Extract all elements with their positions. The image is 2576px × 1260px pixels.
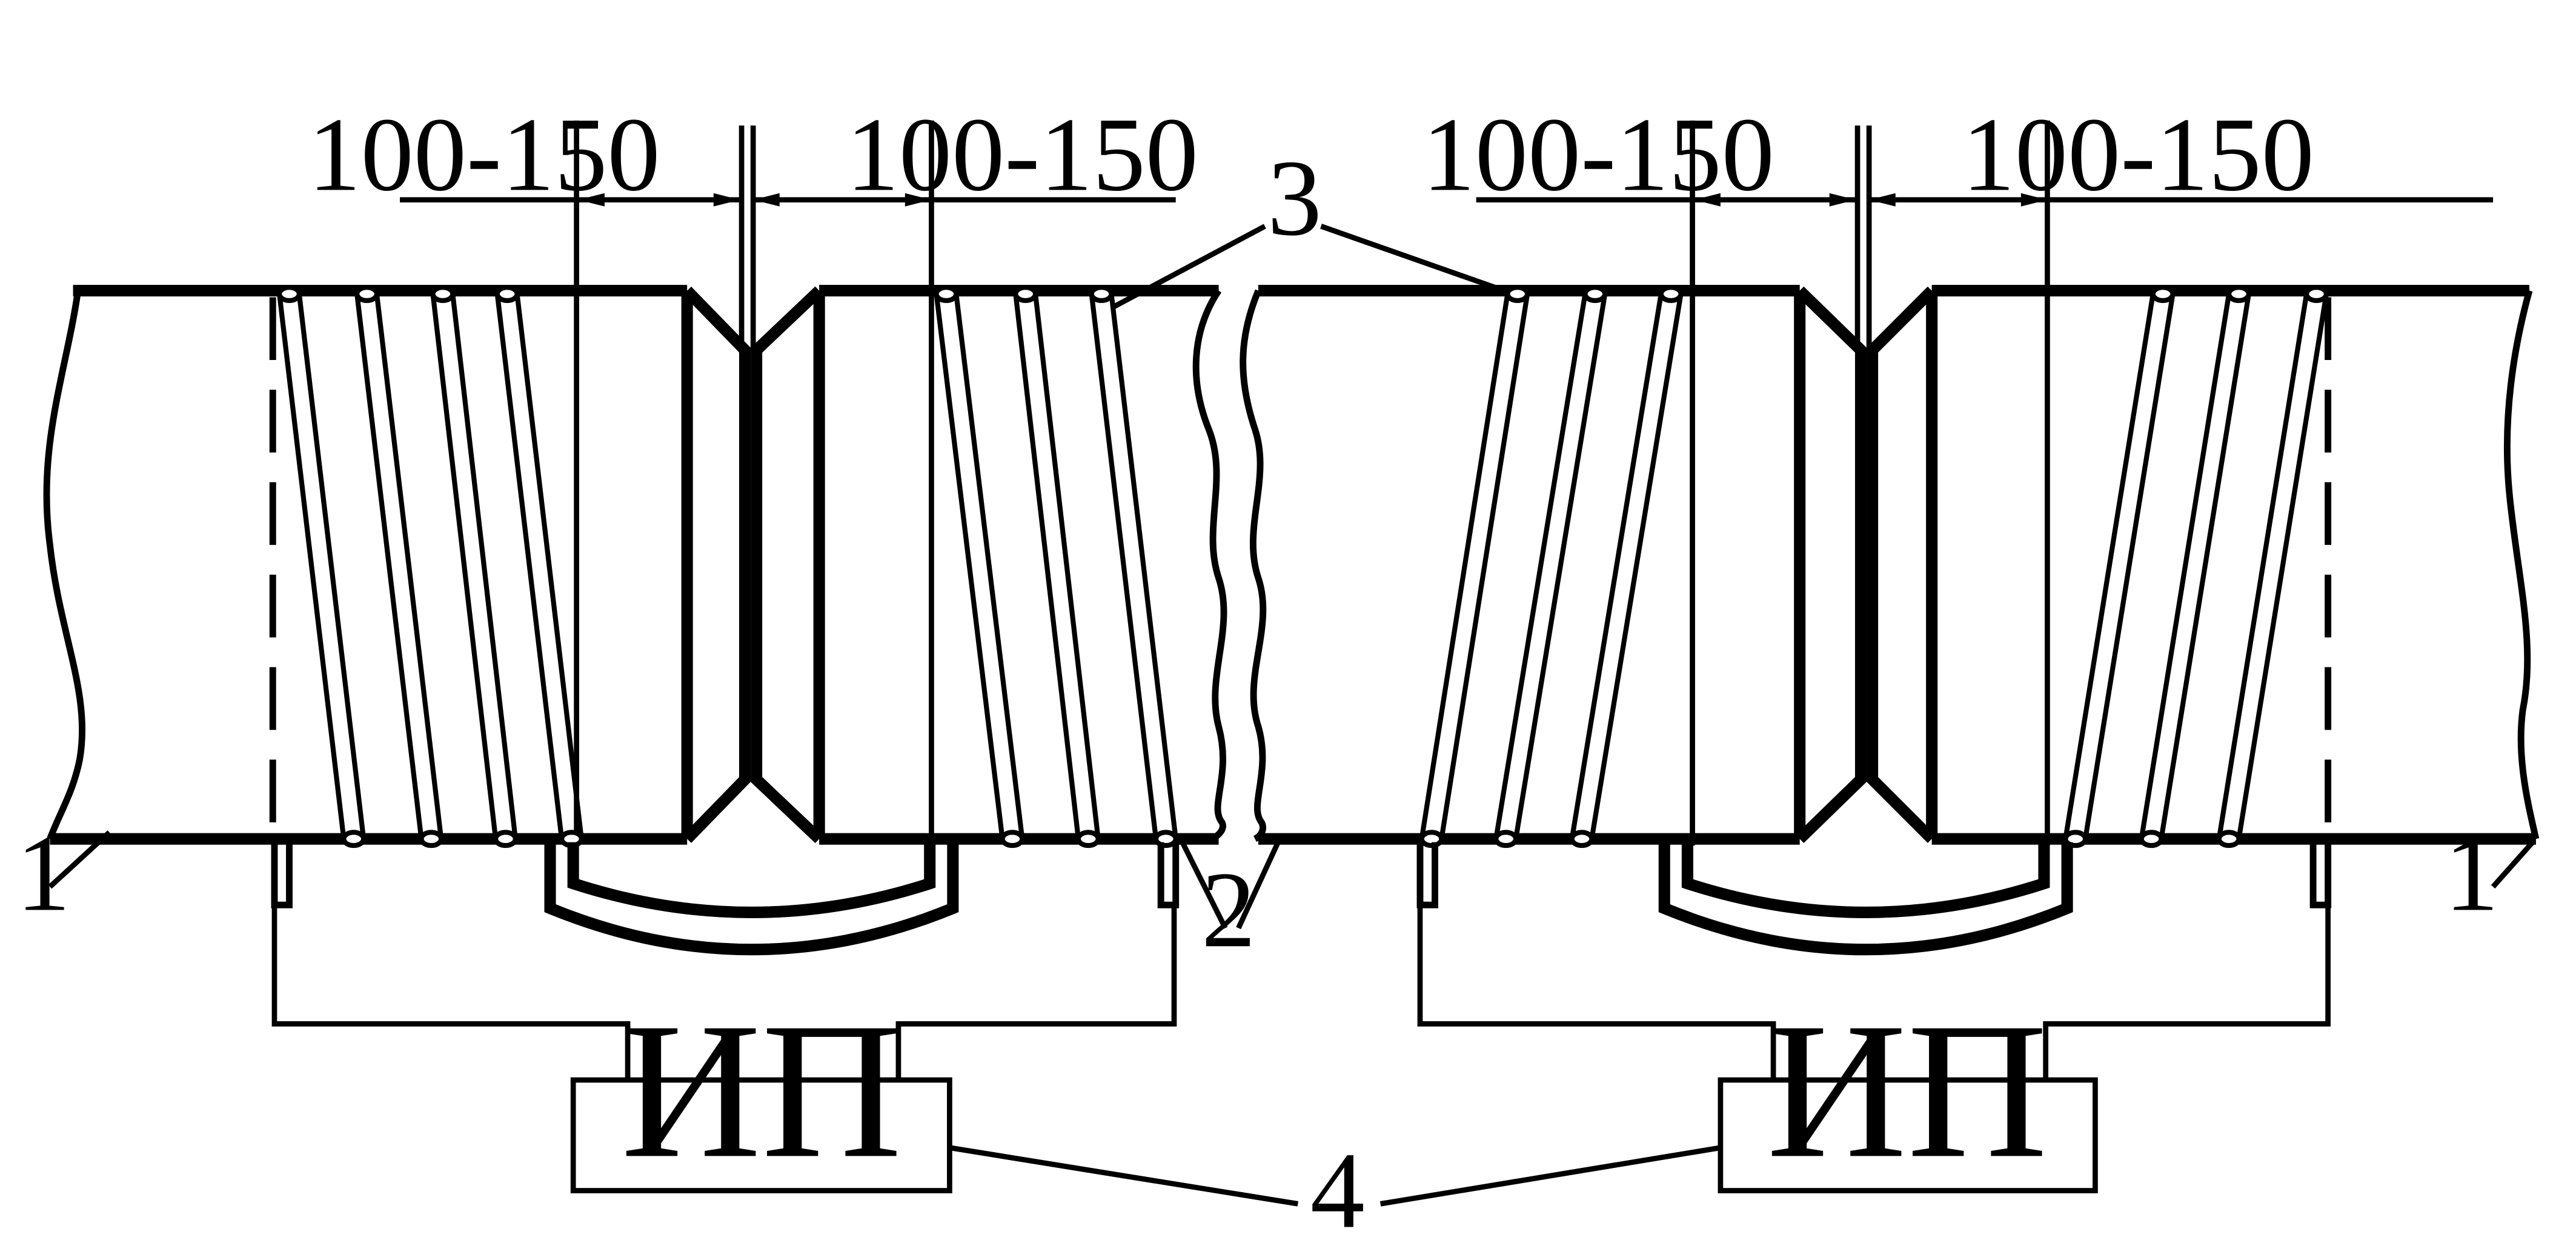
- power-source-right: ИП: [1718, 982, 2098, 1198]
- pipe-section-right-a: [1236, 285, 1867, 930]
- power-source-label: ИП: [621, 982, 902, 1198]
- inductor-coil-left: [277, 285, 1178, 848]
- underside-clamps: [271, 842, 2332, 956]
- callout-pipe-left: 1: [16, 813, 71, 933]
- dimension-label: 100-150: [1422, 96, 1774, 213]
- dimension-label: 100-150: [308, 96, 660, 213]
- power-source-label: ИП: [1767, 982, 2048, 1198]
- callout-insulation: 2: [1201, 849, 1256, 970]
- power-source-left: ИП: [570, 982, 952, 1198]
- callout-pipe-right: 1: [2445, 813, 2499, 933]
- pipe-section-left-a: [43, 285, 751, 845]
- callout-power-source: 4: [1310, 1130, 1365, 1251]
- dimension-label: 100-150: [846, 96, 1198, 213]
- dimension-group: 100-150 100-150 100-150 100-150: [308, 96, 2494, 213]
- inductor-coil-right: [1419, 285, 2329, 848]
- callout-inductor: 3: [1267, 138, 1322, 258]
- callout-numbers: 1 1 2 3 4: [16, 138, 2499, 1251]
- dimension-label: 100-150: [1962, 96, 2314, 213]
- insulation-boundaries: [269, 297, 2332, 839]
- wiring: [271, 905, 2331, 1080]
- reference-lines: [574, 120, 2050, 846]
- leader-lines: [48, 224, 2535, 1207]
